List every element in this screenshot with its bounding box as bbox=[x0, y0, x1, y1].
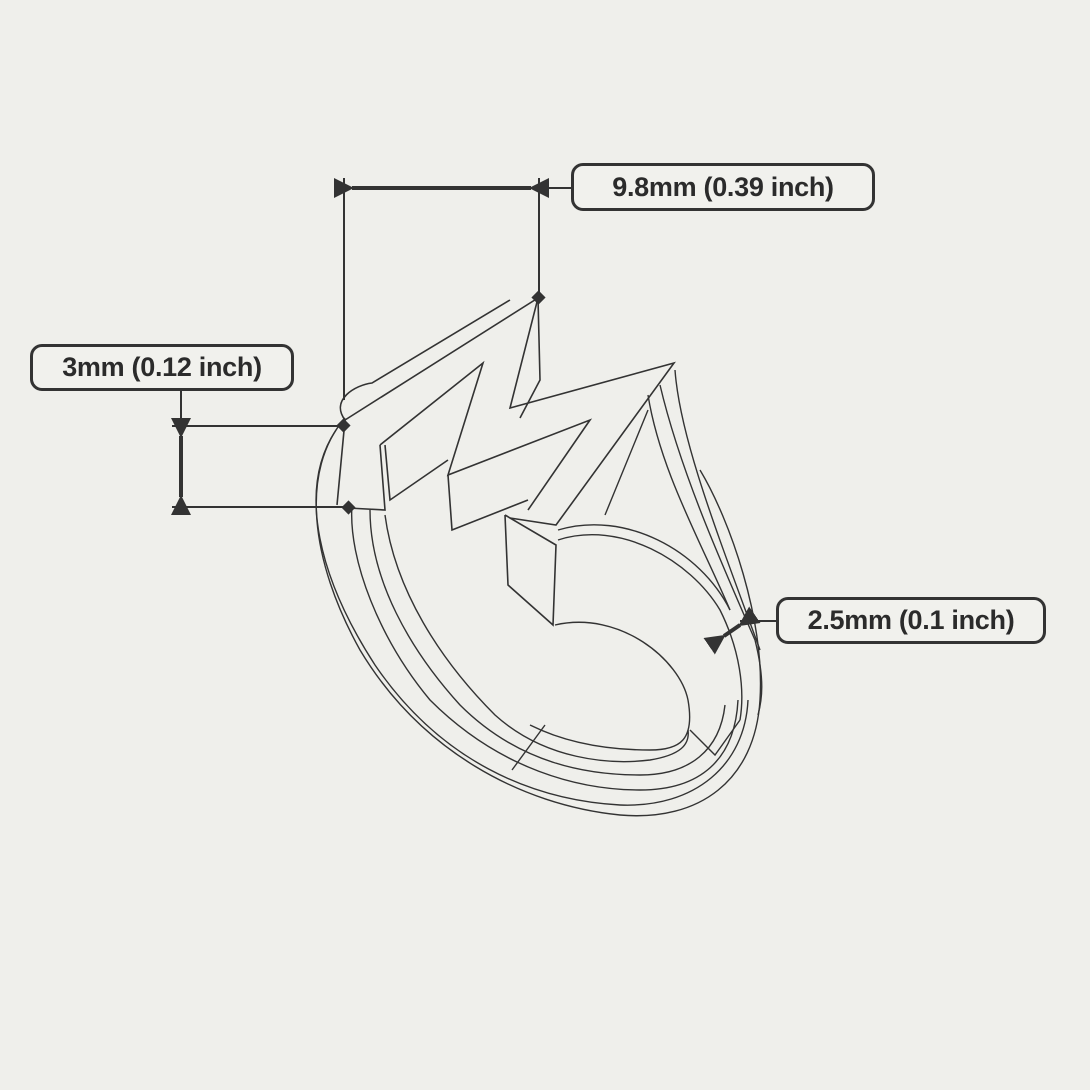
band-dimension bbox=[703, 606, 776, 655]
ring-band bbox=[315, 369, 763, 817]
band-dimension-label: 2.5mm (0.1 inch) bbox=[776, 597, 1046, 644]
width-dimension bbox=[334, 178, 571, 400]
height-dimension-label: 3mm (0.12 inch) bbox=[30, 344, 294, 391]
height-dimension bbox=[171, 391, 356, 515]
width-dimension-label: 9.8mm (0.39 inch) bbox=[571, 163, 875, 211]
m-letter bbox=[336, 296, 676, 627]
